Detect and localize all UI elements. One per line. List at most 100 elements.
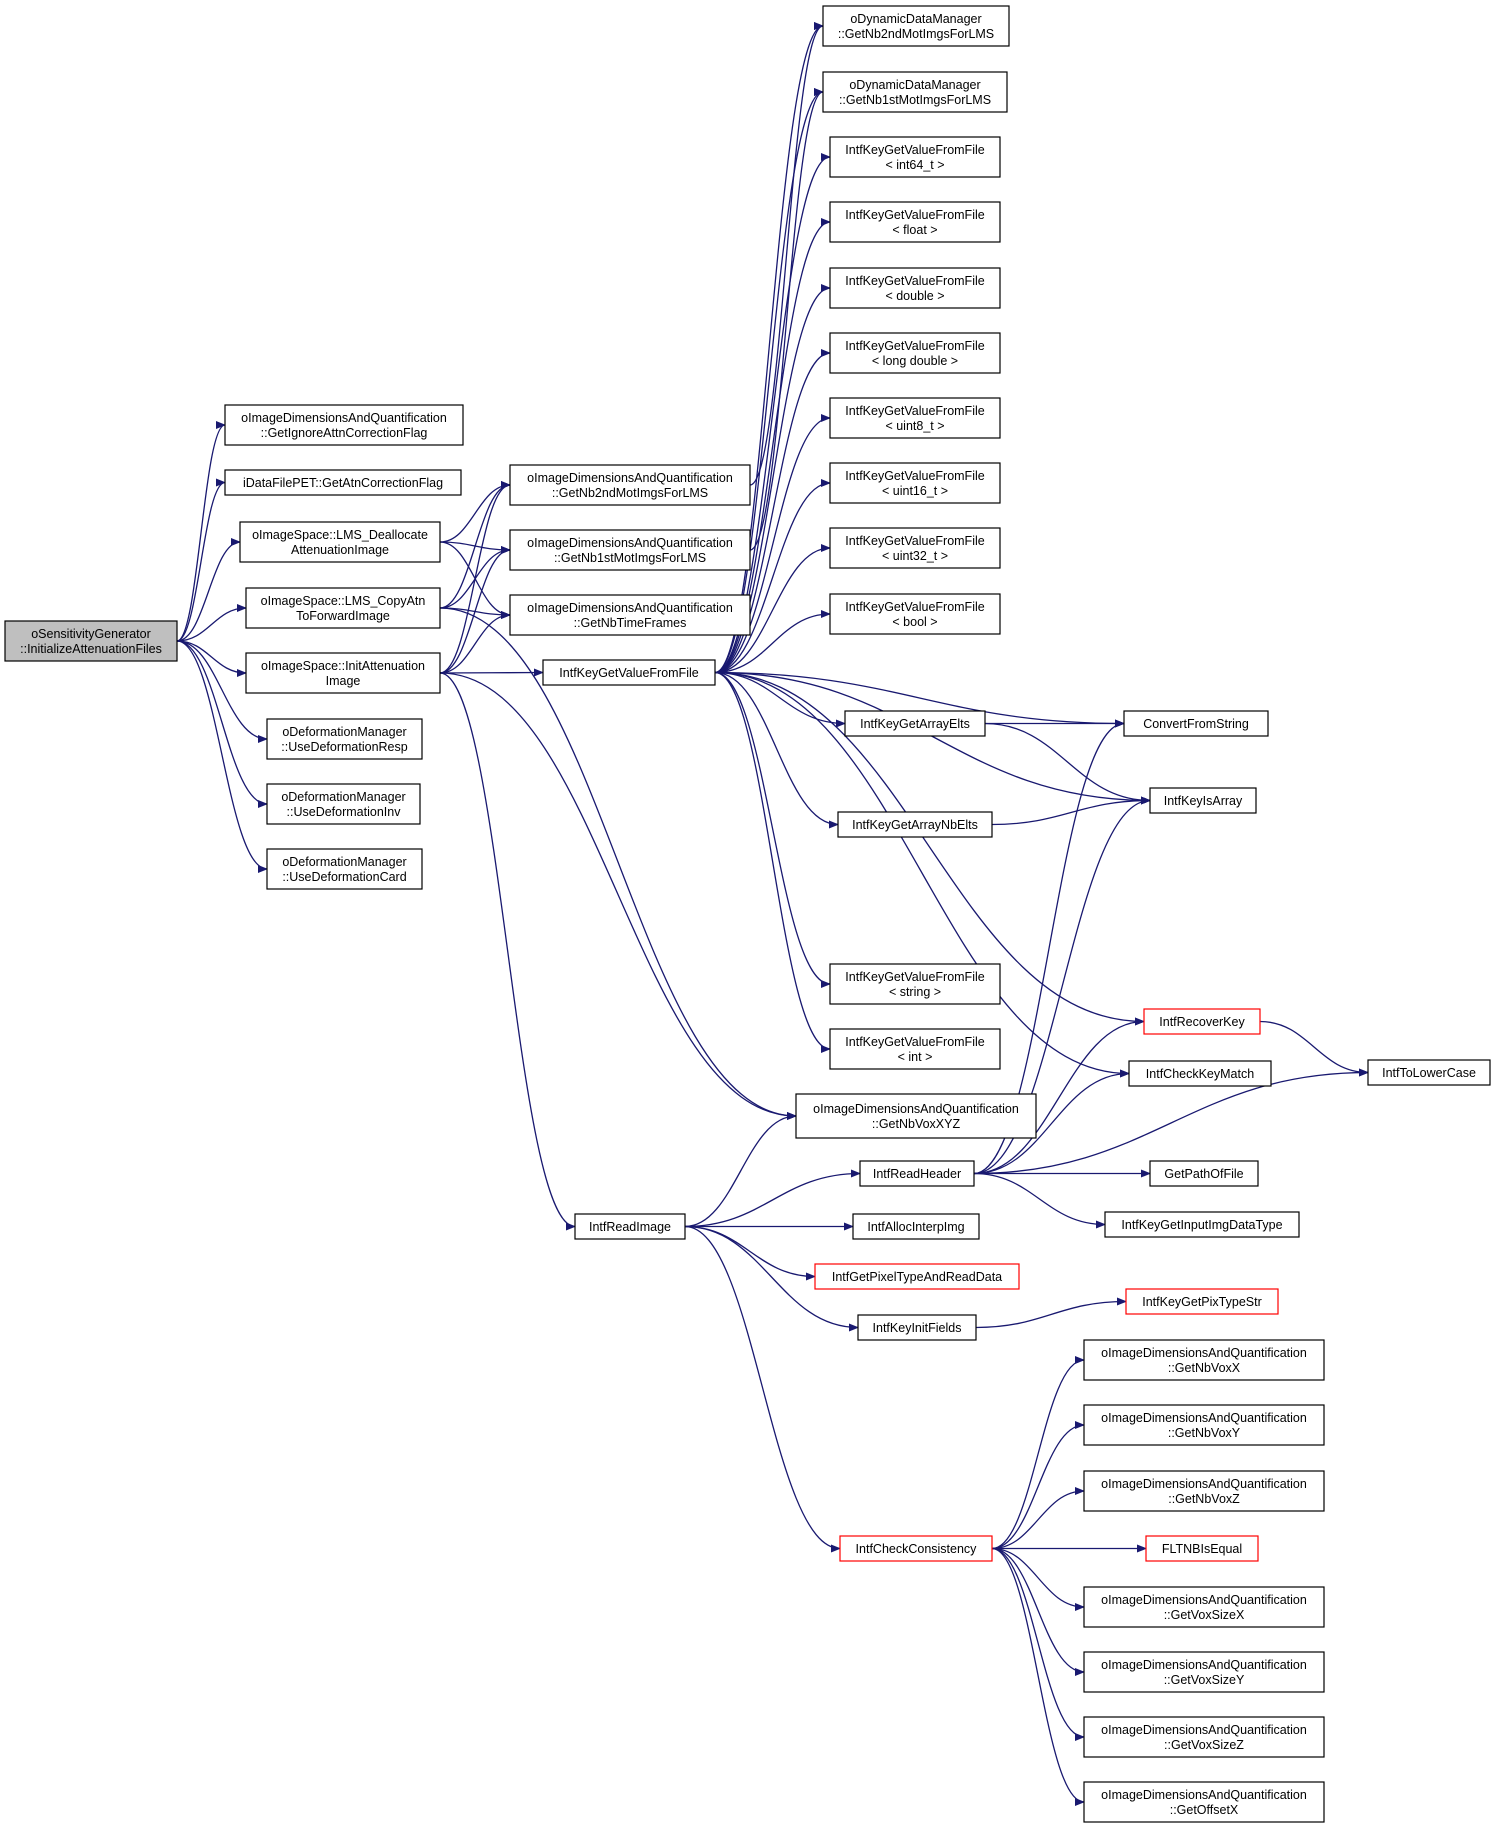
node-box <box>844 710 986 737</box>
node-nbVoxX[interactable]: oImageDimensionsAndQuantification::GetNb… <box>1083 1339 1325 1381</box>
node-keyFile[interactable]: IntfKeyGetValueFromFile <box>542 659 716 686</box>
node-label: < float > <box>892 223 937 237</box>
node-kString[interactable]: IntfKeyGetValueFromFile< string > <box>829 963 1001 1005</box>
node-getAtnFlag[interactable]: iDataFilePET::GetAtnCorrectionFlag <box>224 469 462 496</box>
node-box <box>829 527 1001 569</box>
node-voxSizeY[interactable]: oImageDimensionsAndQuantification::GetVo… <box>1083 1651 1325 1693</box>
node-box <box>829 332 1001 374</box>
edge-checkCons-to-voxSizeY <box>991 1547 1085 1676</box>
node-label: IntfKeyGetValueFromFile <box>845 404 984 418</box>
edge-keyFile-to-kFloat <box>714 218 831 674</box>
node-box <box>859 1160 975 1187</box>
node-box <box>1145 1535 1259 1562</box>
node-label: oImageDimensionsAndQuantification <box>1101 1658 1307 1672</box>
node-label: < bool > <box>892 615 937 629</box>
node-kUint32[interactable]: IntfKeyGetValueFromFile< uint32_t > <box>829 527 1001 569</box>
node-allocInterp[interactable]: IntfAllocInterpImg <box>852 1213 980 1240</box>
node-label: ::GetNb2ndMotImgsForLMS <box>838 27 994 41</box>
node-toLower[interactable]: IntfToLowerCase <box>1367 1059 1491 1086</box>
node-box <box>509 464 751 506</box>
node-nbVoxY[interactable]: oImageDimensionsAndQuantification::GetNb… <box>1083 1404 1325 1446</box>
node-label: ::GetNbVoxXYZ <box>872 1117 961 1131</box>
node-checkKeyMatch[interactable]: IntfCheckKeyMatch <box>1128 1060 1272 1087</box>
node-readHeader[interactable]: IntfReadHeader <box>859 1160 975 1187</box>
node-recoverKey[interactable]: IntfRecoverKey <box>1143 1008 1261 1035</box>
node-getIgnore[interactable]: oImageDimensionsAndQuantification::GetIg… <box>224 404 464 446</box>
edge-lmsCopy-to-nbVoxXYZ <box>439 607 797 1120</box>
node-label: IntfKeyGetValueFromFile <box>845 339 984 353</box>
node-label: IntfKeyGetValueFromFile <box>845 274 984 288</box>
node-box <box>1128 1060 1272 1087</box>
node-box <box>822 5 1010 47</box>
node-kLongDouble[interactable]: IntfKeyGetValueFromFile< long double > <box>829 332 1001 374</box>
node-box <box>857 1314 977 1341</box>
node-label: oImageDimensionsAndQuantification <box>1101 1723 1307 1737</box>
node-label: ::GetNbVoxX <box>1168 1361 1241 1375</box>
node-inputType[interactable]: IntfKeyGetInputImgDataType <box>1104 1211 1300 1238</box>
node-kIntT[interactable]: IntfKeyGetValueFromFile< int > <box>829 1028 1001 1070</box>
node-dyn1st[interactable]: oDynamicDataManager::GetNb1stMotImgsForL… <box>822 71 1008 113</box>
edge-keyFile-to-checkKeyMatch <box>714 671 1130 1078</box>
node-useCard[interactable]: oDeformationManager::UseDeformationCard <box>266 848 423 890</box>
node-arrayNbElts[interactable]: IntfKeyGetArrayNbElts <box>837 811 993 838</box>
node-label: IntfKeyInitFields <box>873 1321 962 1335</box>
node-iq2nd[interactable]: oImageDimensionsAndQuantification::GetNb… <box>509 464 751 506</box>
node-kInt64[interactable]: IntfKeyGetValueFromFile< int64_t > <box>829 136 1001 178</box>
node-fltnb[interactable]: FLTNBIsEqual <box>1145 1535 1259 1562</box>
edge-root-to-useResp <box>176 640 268 743</box>
nodes-layer: oSensitivityGenerator::InitializeAttenua… <box>4 5 1491 1823</box>
node-kUint8[interactable]: IntfKeyGetValueFromFile< uint8_t > <box>829 397 1001 439</box>
node-label: < uint16_t > <box>882 484 948 498</box>
edge-root-to-initAtn <box>176 640 247 677</box>
node-label: IntfKeyIsArray <box>1164 794 1243 808</box>
node-box <box>829 462 1001 504</box>
node-iq1st[interactable]: oImageDimensionsAndQuantification::GetNb… <box>509 529 751 571</box>
node-kDouble[interactable]: IntfKeyGetValueFromFile< double > <box>829 267 1001 309</box>
node-kUint16[interactable]: IntfKeyGetValueFromFile< uint16_t > <box>829 462 1001 504</box>
node-label: oImageDimensionsAndQuantification <box>1101 1411 1307 1425</box>
node-isArray[interactable]: IntfKeyIsArray <box>1149 787 1257 814</box>
node-voxSizeX[interactable]: oImageDimensionsAndQuantification::GetVo… <box>1083 1586 1325 1628</box>
node-lmsDealloc[interactable]: oImageSpace::LMS_DeallocateAttenuationIm… <box>239 521 441 563</box>
node-box <box>1149 1160 1259 1187</box>
node-getPath[interactable]: GetPathOfFile <box>1149 1160 1259 1187</box>
node-box <box>1083 1716 1325 1758</box>
node-label: Image <box>326 674 361 688</box>
node-label: ::GetNb1stMotImgsForLMS <box>554 551 706 565</box>
node-box <box>245 587 441 629</box>
node-label: oImageDimensionsAndQuantification <box>527 536 733 550</box>
node-root[interactable]: oSensitivityGenerator::InitializeAttenua… <box>4 620 178 662</box>
node-dyn2nd[interactable]: oDynamicDataManager::GetNb2ndMotImgsForL… <box>822 5 1010 47</box>
edge-checkCons-to-nbVoxY <box>991 1421 1085 1550</box>
node-readImage[interactable]: IntfReadImage <box>574 1213 686 1240</box>
node-label: oImageDimensionsAndQuantification <box>1101 1788 1307 1802</box>
node-useInv[interactable]: oDeformationManager::UseDeformationInv <box>266 783 421 825</box>
node-kFloat[interactable]: IntfKeyGetValueFromFile< float > <box>829 201 1001 243</box>
node-box <box>4 620 178 662</box>
node-nbVoxXYZ[interactable]: oImageDimensionsAndQuantification::GetNb… <box>795 1093 1037 1139</box>
node-voxSizeZ[interactable]: oImageDimensionsAndQuantification::GetVo… <box>1083 1716 1325 1758</box>
node-box <box>1083 1781 1325 1823</box>
node-label: GetPathOfFile <box>1164 1167 1243 1181</box>
node-useResp[interactable]: oDeformationManager::UseDeformationResp <box>266 718 423 760</box>
edge-keyInit-to-pixTypeStr <box>975 1297 1127 1329</box>
node-keyInit[interactable]: IntfKeyInitFields <box>857 1314 977 1341</box>
node-box <box>574 1213 686 1240</box>
node-nbVoxZ[interactable]: oImageDimensionsAndQuantification::GetNb… <box>1083 1470 1325 1512</box>
node-arrayElts[interactable]: IntfKeyGetArrayElts <box>844 710 986 737</box>
node-pixelType[interactable]: IntfGetPixelTypeAndReadData <box>814 1263 1020 1290</box>
edge-keyFile-to-kUint32 <box>714 544 831 674</box>
node-kBool[interactable]: IntfKeyGetValueFromFile< bool > <box>829 593 1001 635</box>
node-checkCons[interactable]: IntfCheckConsistency <box>839 1535 993 1562</box>
node-label: ::GetVoxSizeY <box>1164 1673 1245 1687</box>
node-convert[interactable]: ConvertFromString <box>1123 710 1269 737</box>
node-offsetX[interactable]: oImageDimensionsAndQuantification::GetOf… <box>1083 1781 1325 1823</box>
node-label: oImageDimensionsAndQuantification <box>241 411 447 425</box>
node-iqTime[interactable]: oImageDimensionsAndQuantification::GetNb… <box>509 594 751 636</box>
node-label: iDataFilePET::GetAtnCorrectionFlag <box>243 476 443 490</box>
edge-readHeader-to-isArray <box>973 796 1151 1175</box>
edge-initAtn-to-iq1st <box>439 546 511 674</box>
node-pixTypeStr[interactable]: IntfKeyGetPixTypeStr <box>1125 1288 1279 1315</box>
